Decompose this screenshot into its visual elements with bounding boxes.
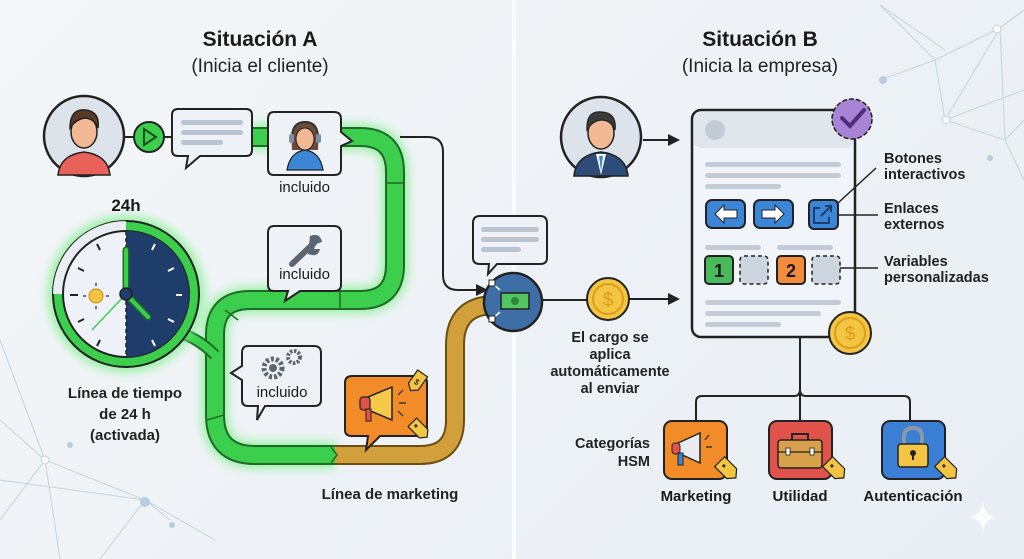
variable-slot-1 <box>704 255 769 285</box>
customer-avatar <box>42 94 126 178</box>
included-label-gears: incluido <box>256 384 308 401</box>
variable-slot-2 <box>776 255 841 285</box>
category-utility-label: Utilidad <box>772 488 828 505</box>
charge-text: El cargo se aplica automáticamente al en… <box>530 330 690 398</box>
support-agent-icon <box>267 111 354 176</box>
back-arrow-button[interactable] <box>705 199 746 229</box>
svg-text:$: $ <box>845 324 856 345</box>
charge-text-line2: aplica <box>589 347 631 363</box>
external-link-icon[interactable] <box>808 199 839 230</box>
category-authentication-label: Autenticación <box>863 488 963 505</box>
situation-b-title: Situación B <box>702 28 818 51</box>
charge-text-line3: automáticamente <box>550 364 670 380</box>
marketing-line-path <box>330 295 496 465</box>
charge-text-line1: El cargo se <box>571 330 649 346</box>
callout-buttons-line2: interactivos <box>884 167 966 183</box>
charge-text-line4: al enviar <box>580 381 640 397</box>
category-authentication-icon <box>881 420 958 480</box>
situation-b-subtitle: (Inicia la empresa) <box>681 56 839 77</box>
categories-label-line2: HSM <box>617 454 650 470</box>
money-node-bubble <box>472 215 548 277</box>
svg-text:$: $ <box>603 290 614 311</box>
variable-number-1: 1 <box>713 261 724 281</box>
business-avatar <box>559 95 643 179</box>
timeline-label-line2: de 24 h <box>99 406 151 423</box>
green-timeline-path <box>168 124 408 468</box>
money-node-icon <box>482 271 544 333</box>
callout-buttons-line1: Botones <box>884 151 942 167</box>
marketing-megaphone-bubble: $ <box>344 369 429 453</box>
timeline-label-line1: Línea de tiempo <box>67 385 183 402</box>
categories-label: Categorías HSM <box>555 435 650 471</box>
play-icon <box>133 121 165 153</box>
clock-24h-label: 24h <box>111 196 141 215</box>
category-marketing-icon <box>663 420 738 480</box>
included-label-agent: incluido <box>279 179 330 196</box>
callout-variables-line1: Variables <box>884 254 948 270</box>
sparkle-icon <box>970 502 996 532</box>
verified-badge-icon <box>831 98 873 140</box>
marketing-line-label: Línea de marketing <box>321 486 459 503</box>
coin-icon-template: $ <box>828 311 872 355</box>
timeline-label-line3: (activada) <box>89 427 161 444</box>
svg-text:$: $ <box>412 377 421 387</box>
timeline-label: Línea de tiempo de 24 h (activada) <box>40 383 210 446</box>
callout-variables: Variables personalizadas <box>884 254 989 286</box>
callout-variables-line2: personalizadas <box>884 270 989 286</box>
callout-buttons: Botones interactivos <box>884 151 965 183</box>
categories-label-line1: Categorías <box>575 436 650 452</box>
gears-icon <box>229 345 322 421</box>
callout-links-line2: externos <box>884 217 945 233</box>
callout-links-line1: Enlaces <box>884 201 939 217</box>
coin-icon: $ <box>586 277 630 321</box>
clock-24h-icon <box>48 216 204 372</box>
wrench-icon <box>267 225 342 304</box>
included-label-wrench: incluido <box>279 266 330 283</box>
customer-message-bubble <box>171 108 253 171</box>
situation-a-subtitle: (Inicia el cliente) <box>191 56 329 77</box>
situation-a-title: Situación A <box>202 28 318 51</box>
forward-arrow-button[interactable] <box>753 199 794 229</box>
category-marketing-label: Marketing <box>660 488 732 505</box>
category-utility-icon <box>768 420 846 480</box>
callout-links: Enlaces externos <box>884 201 944 233</box>
variable-number-2: 2 <box>785 261 796 281</box>
